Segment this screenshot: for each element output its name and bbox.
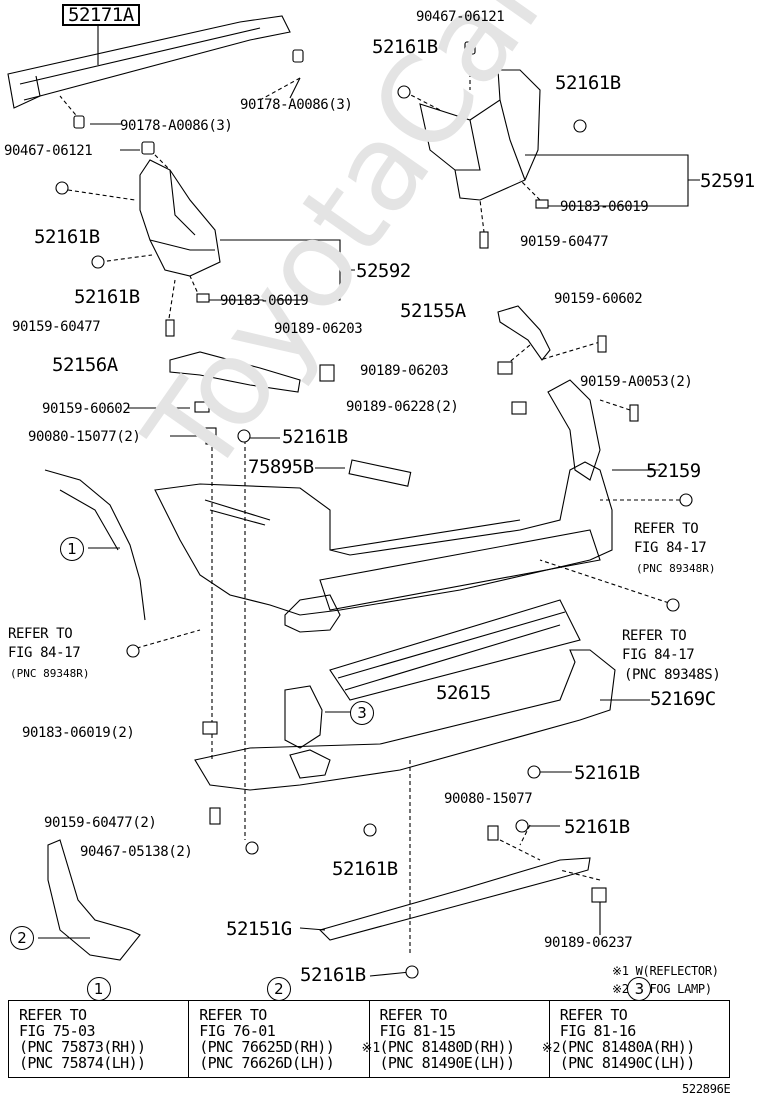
- part-label-90159-60477-2[interactable]: 90159-60477(2): [44, 815, 157, 831]
- garnish-52151G-shape: [318, 857, 591, 941]
- part-label-90159-60602-right[interactable]: 90159-60602: [554, 291, 643, 307]
- part-label-90189-06203-a[interactable]: 90189-06203: [274, 321, 363, 337]
- part-label-90159-60477-right[interactable]: 90159-60477: [520, 234, 609, 250]
- refer-left-line2: FIG 84-17: [8, 645, 81, 661]
- refer-r2-line2: FIG 84-17: [622, 647, 695, 663]
- part-label-90467-06121-top[interactable]: 90467-06121: [416, 9, 505, 25]
- part-label-90467-06121-left[interactable]: 90467-06121: [4, 143, 93, 159]
- refer-r2-line1: REFER TO: [622, 628, 687, 644]
- ref-line: FIG 81-15: [379, 1022, 456, 1040]
- ref-line: FIG 81-16: [559, 1022, 636, 1040]
- reference-table: 1 REFER TO FIG 75-03 (PNC 75873(RH)) (PN…: [8, 977, 730, 1078]
- ref-cell-number: 2: [266, 977, 291, 1001]
- ref-line: FIG 76-01: [199, 1022, 276, 1040]
- part-label-90183-06019-left[interactable]: 90183-06019: [220, 293, 309, 309]
- ref-cell-3[interactable]: ※1 REFER TO FIG 81-15 (PNC 81480D(RH)) (…: [362, 1001, 550, 1077]
- ref-cell-4[interactable]: 3 ※2 REFER TO FIG 81-16 (PNC 81480A(RH))…: [542, 977, 729, 1077]
- lower-cover-52169C-shape: [194, 649, 616, 791]
- ref-line: (PNC 81480D(RH)): [379, 1038, 516, 1056]
- ref-line: (PNC 76626D(LH)): [199, 1054, 335, 1072]
- diagram-id: 522896E: [682, 1082, 731, 1096]
- refer-r1-line2: FIG 84-17: [634, 540, 707, 556]
- part-label-90189-06203-b[interactable]: 90189-06203: [360, 363, 449, 379]
- ref-cell-number: 3: [627, 977, 652, 1001]
- ref-cell-number: 1: [86, 977, 111, 1001]
- part-label-52161B-h[interactable]: 52161B: [332, 858, 398, 880]
- callout-3[interactable]: 3: [350, 701, 374, 725]
- part-label-52592[interactable]: 52592: [356, 260, 411, 282]
- part-label-52161B-b[interactable]: 52161B: [555, 72, 621, 94]
- callout-1[interactable]: 1: [60, 537, 84, 561]
- ref-line: (PNC 81490C(LH)): [559, 1054, 696, 1072]
- part-label-90189-06237[interactable]: 90189-06237: [544, 935, 633, 951]
- part-label-90080-15077[interactable]: 90080-15077: [444, 791, 533, 807]
- ref-line: REFER TO: [19, 1006, 87, 1024]
- part-label-52151G[interactable]: 52151G: [226, 918, 292, 940]
- part-label-90467-05138[interactable]: 90467-05138(2): [80, 844, 193, 860]
- refer-r1-line3: (PNC 89348R): [636, 562, 716, 575]
- part-label-52161B-i[interactable]: 52161B: [300, 964, 366, 986]
- part-label-52169C[interactable]: 52169C: [650, 688, 716, 710]
- bracket-52591-shape: [419, 69, 541, 201]
- part-label-90178-A0086-b[interactable]: 90178-A0086(3): [120, 118, 233, 134]
- part-label-90183-06019-right[interactable]: 90183-06019: [560, 199, 649, 215]
- ref-line: REFER TO: [559, 1006, 628, 1024]
- legend-reflector: ※1 W(REFLECTOR): [612, 964, 719, 978]
- part-label-52159[interactable]: 52159: [646, 460, 701, 482]
- part-label-52161B-f[interactable]: 52161B: [574, 762, 640, 784]
- part-label-52156A[interactable]: 52156A: [52, 354, 118, 376]
- mudguard-shape: [47, 839, 141, 961]
- refer-r1-line1: REFER TO: [634, 521, 699, 537]
- retainer-52155A-shape: [497, 305, 551, 361]
- part-label-52161B-c[interactable]: 52161B: [34, 226, 100, 248]
- refer-r2-line3: (PNC 89348S): [624, 667, 721, 683]
- ref-line: (PNC 75873(RH)): [19, 1038, 146, 1056]
- refer-left-line3: (PNC 89348R): [10, 667, 90, 680]
- ref-line: REFER TO: [379, 1006, 448, 1024]
- ref-line: (PNC 81480A(RH)): [559, 1038, 696, 1056]
- callout-2[interactable]: 2: [10, 926, 34, 950]
- part-label-52615[interactable]: 52615: [436, 682, 491, 704]
- ref-cell-mark: ※2: [541, 1041, 561, 1056]
- part-label-52161B-e[interactable]: 52161B: [282, 426, 348, 448]
- part-label-52161B-d[interactable]: 52161B: [74, 286, 140, 308]
- part-label-52591[interactable]: 52591: [700, 170, 755, 192]
- part-label-90159-60602-left[interactable]: 90159-60602: [42, 401, 131, 417]
- absorber-52615-shape: [319, 529, 601, 611]
- part-label-52161B-g[interactable]: 52161B: [564, 816, 630, 838]
- part-label-90189-06228[interactable]: 90189-06228(2): [346, 399, 459, 415]
- refer-left-line1: REFER TO: [8, 626, 73, 642]
- part-label-75895B[interactable]: 75895B: [248, 456, 314, 478]
- ref-line: REFER TO: [199, 1006, 267, 1024]
- bumper-cover-52159-shape: [154, 461, 613, 616]
- part-label-52155A[interactable]: 52155A: [400, 300, 466, 322]
- ref-cell-2[interactable]: 2 REFER TO FIG 76-01 (PNC 76625D(RH)) (P…: [189, 977, 370, 1077]
- bracket-52592-shape: [139, 159, 221, 277]
- part-label-90159-A0053[interactable]: 90159-A0053(2): [580, 374, 693, 390]
- part-label-90183-06019-2[interactable]: 90183-06019(2): [22, 725, 135, 741]
- part-label-90178-A0086-a[interactable]: 90178-A0086(3): [240, 97, 353, 113]
- ref-line: (PNC 81490E(LH)): [379, 1054, 516, 1072]
- reinforcement-beam-shape: [7, 15, 291, 109]
- ref-line: (PNC 76625D(RH)): [199, 1038, 335, 1056]
- ref-line: FIG 75-03: [19, 1022, 95, 1040]
- part-label-90080-15077-2[interactable]: 90080-15077(2): [28, 429, 141, 445]
- ref-cell-mark: ※1: [361, 1041, 381, 1056]
- part-label-52171A[interactable]: 52171A: [62, 4, 140, 26]
- part-label-52161B-a[interactable]: 52161B: [372, 36, 438, 58]
- retainer-52156A-shape: [169, 351, 301, 393]
- part-label-90159-60477-left[interactable]: 90159-60477: [12, 319, 101, 335]
- ref-cell-1[interactable]: 1 REFER TO FIG 75-03 (PNC 75873(RH)) (PN…: [9, 977, 190, 1077]
- ref-line: (PNC 75874(LH)): [19, 1054, 146, 1072]
